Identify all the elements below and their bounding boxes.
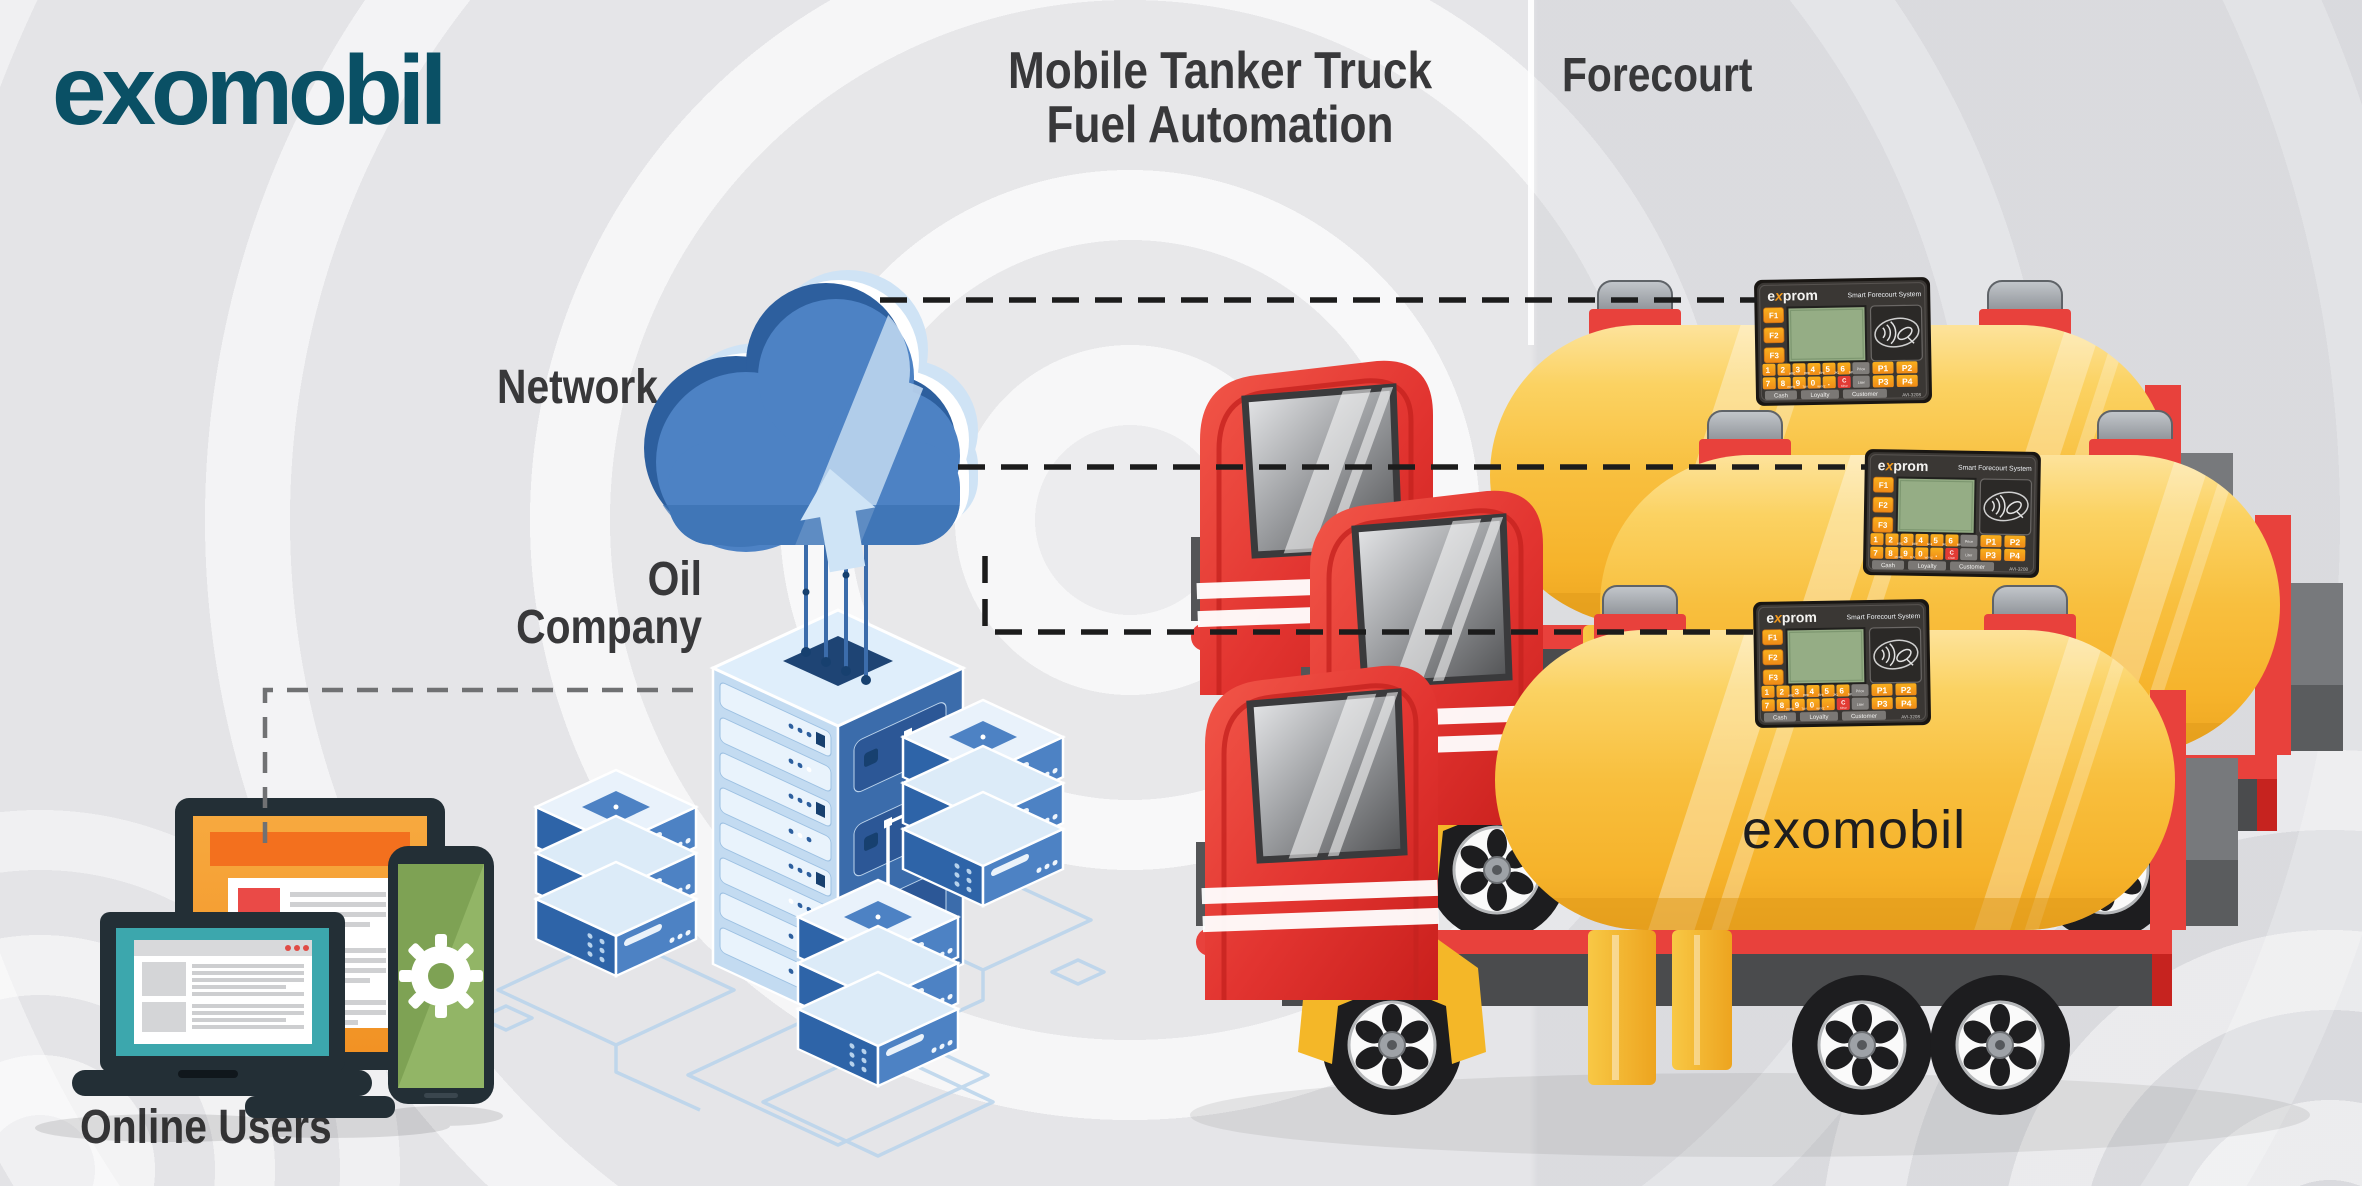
panel-divider [1528, 0, 1534, 345]
company-logo: exomobil [52, 35, 447, 145]
server-cluster [478, 495, 1106, 1158]
forecourt-terminal-2 [1861, 447, 2043, 580]
gear-icon [399, 934, 483, 1018]
oil-company-label: Oil Company [445, 556, 702, 652]
page-title-line1: Mobile Tanker Truck [1007, 42, 1433, 100]
upload-arrow-icon [800, 468, 876, 573]
page-title-line2: Fuel Automation [1046, 96, 1394, 155]
network-label: Network [497, 361, 658, 414]
smartphone [388, 846, 494, 1104]
forecourt-terminal-1 [1752, 275, 1934, 408]
connector-line-3 [982, 556, 1756, 635]
oil-company-line2: Company [516, 601, 702, 654]
online-users-connector [262, 687, 706, 843]
tank-brand-text: exomobil [1742, 800, 1966, 860]
online-users-devices [35, 798, 503, 1142]
laptop [72, 912, 372, 1096]
forecourt-terminal-3 [1751, 597, 1933, 730]
page-title: Mobile Tanker Truck Fuel Automation [982, 44, 1458, 152]
network-connectors [880, 297, 1868, 635]
network-cloud [644, 270, 978, 573]
cable-ends [801, 571, 871, 685]
oil-company-line1: Oil [647, 553, 702, 606]
forecourt-label: Forecourt [1562, 49, 1753, 102]
device-shadows [35, 1106, 503, 1142]
